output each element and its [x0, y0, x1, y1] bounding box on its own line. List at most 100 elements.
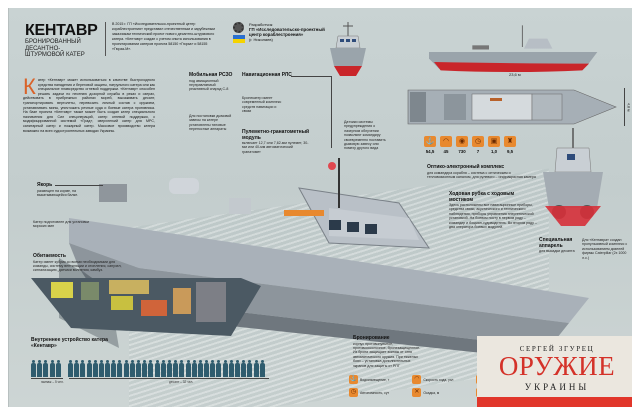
callout-mg-module: Пулеметно-гранатометный модуль включает …	[242, 129, 312, 154]
callout-optics: Оптико-электронный комплекс для командир…	[427, 164, 539, 179]
person-icon	[105, 360, 111, 377]
person-icon	[235, 360, 240, 377]
mg-module-text: включает 12,7 или 7,62-мм пулемет, 30-мм…	[242, 141, 309, 154]
draft-icon: ✕	[412, 388, 422, 397]
legend-displacement: ⚓Водоизмещение, т	[349, 375, 390, 384]
person-icon	[154, 360, 160, 377]
optics-text: для командира корабля – система с оптиче…	[427, 170, 536, 179]
person-icon	[55, 360, 61, 377]
callout-anchor: Якорь размещен на корме, на выкатывающей…	[37, 182, 97, 197]
person-icon	[98, 360, 104, 377]
person-icon	[123, 360, 129, 377]
wheelhouse-label: Ходовая рубка с ходовым мостиком	[449, 191, 515, 203]
ship-top-view-image	[407, 89, 617, 125]
developer-gear-icon	[233, 22, 244, 33]
person-icon	[210, 360, 216, 377]
page-title: КЕНТАВР	[25, 22, 98, 39]
spec-endurance: ◷7	[472, 136, 484, 154]
interior-cutaway-image	[31, 278, 261, 336]
draft-icon: ▣	[488, 136, 500, 147]
habitability-label: Обитаемость	[33, 253, 66, 259]
callout-mlrs: Мобильная РСЗО под авиационный неуправля…	[189, 72, 235, 92]
brand-name: ОРУЖИЕ	[498, 351, 616, 381]
person-icon	[37, 360, 43, 377]
person-icon	[92, 360, 98, 377]
mlrs-label: Мобильная РСЗО	[189, 72, 233, 78]
troops-label: десант – 32 чел.	[169, 380, 194, 384]
person-icon	[31, 360, 36, 377]
mg-module-label: Пулеметно-гранатометный модуль	[242, 129, 310, 141]
range-icon: ◉	[456, 136, 468, 147]
person-icon	[166, 360, 172, 377]
person-icon	[228, 360, 234, 377]
armor-label: Бронирование	[353, 335, 390, 341]
crew-troops-figures	[31, 360, 266, 377]
person-icon	[173, 360, 179, 377]
legend-draft: ✕Осадка, м	[412, 388, 440, 397]
person-icon	[43, 360, 49, 377]
speed-icon: ◠	[440, 136, 452, 147]
endurance-icon: ◷	[349, 388, 358, 397]
person-icon	[179, 360, 185, 377]
person-icon	[86, 360, 92, 377]
publication-brand: СЕРГЕЙ ЗГУРЕЦ ОРУЖИЕ УКРАИНЫ	[477, 336, 632, 407]
person-icon	[117, 360, 123, 377]
page-subtitle: БРОНИРОВАННЫЙ ДЕСАНТНО-ШТУРМОВОЙ КАТЕР	[25, 39, 85, 58]
length-dimension: 23,6 м	[509, 72, 521, 77]
anchor-label: Якорь	[37, 182, 53, 188]
person-icon	[129, 360, 135, 377]
person-icon	[222, 360, 228, 377]
displacement-icon: ⚓	[349, 375, 358, 384]
speed-icon: ◠	[412, 375, 422, 384]
spec-displacement: ⚓54,5	[424, 136, 436, 154]
interior-label: Внутреннее устройство катера «Кентавр»	[31, 337, 108, 349]
callout-wheelhouse: Ходовая рубка с ходовым мостиком Здесь р…	[449, 191, 537, 229]
ukraine-flag-icon	[233, 35, 245, 43]
person-icon	[259, 360, 265, 377]
developer-name: ГП «Исследовательско-проектный центр кор…	[249, 27, 325, 37]
callout-radar: Навигационная РЛС	[242, 72, 312, 79]
lead-paragraph: К атер «Кентавр» может использоваться в …	[23, 74, 155, 133]
person-icon	[74, 360, 80, 377]
person-icon	[185, 360, 191, 377]
person-icon	[49, 360, 55, 377]
callout-mines: Катер подготовлен для установки морских …	[33, 220, 90, 229]
developer-city: (г. Николаев)	[249, 37, 273, 42]
person-icon	[247, 360, 253, 377]
radar-text: Бронекатер имеет современный комплекс ср…	[242, 96, 282, 114]
ship-side-view-image	[429, 25, 598, 72]
main-ship-render-image	[59, 158, 589, 358]
legend-speed: ◠Скорость хода, узл	[412, 375, 454, 384]
habitability-text: Катер имеет кубрик со всеми необходимыми…	[33, 259, 122, 273]
person-icon	[216, 360, 222, 377]
displacement-icon: ⚓	[424, 136, 436, 147]
person-icon	[111, 360, 117, 377]
brand-country: УКРАИНЫ	[524, 382, 590, 392]
infographic-page: КЕНТАВР БРОНИРОВАННЫЙ ДЕСАНТНО-ШТУРМОВОЙ…	[8, 8, 632, 407]
callout-armor: Бронирование корпус противопульное, прот…	[353, 335, 423, 368]
developer-info: Разработчик ГП «Исследовательско-проектн…	[249, 22, 329, 42]
beam-dimension-line	[624, 88, 625, 126]
armor-text: корпус противопульное, противоосколочное…	[353, 341, 421, 368]
person-icon	[67, 360, 73, 377]
person-icon	[148, 360, 154, 377]
developer-label: Разработчик	[249, 22, 273, 27]
person-icon	[191, 360, 197, 377]
person-icon	[160, 360, 166, 377]
person-icon	[136, 360, 141, 377]
person-icon	[253, 360, 259, 377]
intro-text: В 2015 г. ГП «Исследовательско-проектный…	[112, 22, 215, 51]
ramp-text: для высадки десанта	[539, 249, 575, 253]
crew-label: экипаж – 5 чел.	[41, 380, 64, 384]
crew-icon: ♜	[504, 136, 516, 147]
brand-red-bar	[477, 397, 632, 407]
person-icon	[204, 360, 210, 377]
legend-endurance: ◷Автономность, сут	[349, 388, 390, 397]
ship-bow-view-image	[543, 128, 603, 226]
radar-label: Навигационная РЛС	[242, 72, 292, 78]
brand-author: СЕРГЕЙ ЗГУРЕЦ	[519, 345, 595, 353]
drop-cap: К	[23, 74, 36, 99]
spec-draft: ▣1,0	[488, 136, 500, 154]
callout-smoke: Для постановки дымовой завесы на катере …	[189, 114, 232, 132]
callout-warning-sensors: Датчики системы предупреждения о лазерно…	[344, 120, 386, 151]
